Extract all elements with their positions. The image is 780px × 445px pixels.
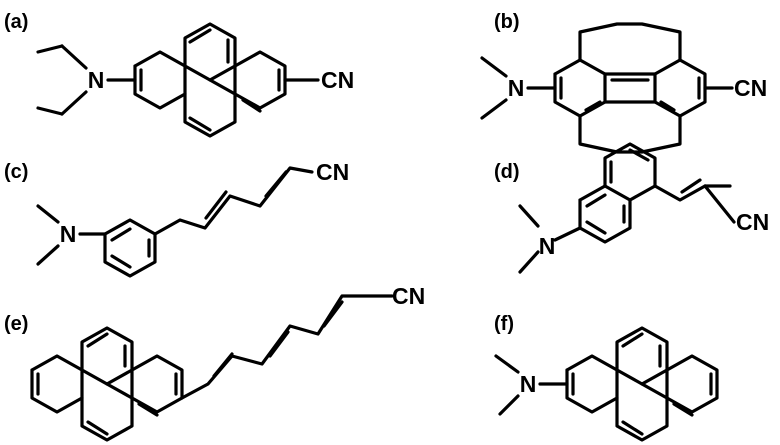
panel-c: (c) N CN xyxy=(4,159,349,278)
structure-d: N CN xyxy=(518,142,769,274)
amine-nitrogen-f: N xyxy=(520,371,537,397)
panel-label-d: (d) xyxy=(494,161,520,183)
panel-b: (b) N CN xyxy=(480,11,767,154)
panel-label-f: (f) xyxy=(494,313,514,335)
panel-label-c: (c) xyxy=(4,161,28,183)
panel-a: (a) N CN xyxy=(4,11,354,138)
structure-c: N CN xyxy=(36,159,349,278)
structure-f: N xyxy=(494,326,719,442)
panel-e: (e) CN xyxy=(4,283,425,442)
panel-label-a: (a) xyxy=(4,11,28,33)
panel-label-e: (e) xyxy=(4,313,28,335)
nitrile-group-e: CN xyxy=(392,283,425,309)
amine-nitrogen-b: N xyxy=(508,75,525,101)
nitrile-group-c: CN xyxy=(316,159,349,185)
amine-nitrogen-a: N xyxy=(88,67,105,93)
nitrile-group-b: CN xyxy=(734,75,767,101)
panel-f: (f) N xyxy=(494,313,719,442)
nitrile-group-d: CN xyxy=(736,209,769,235)
amine-nitrogen-d: N xyxy=(539,233,556,259)
panel-label-b: (b) xyxy=(494,11,520,33)
structure-a: N CN xyxy=(36,22,354,138)
panel-d: (d) N CN xyxy=(494,142,769,274)
structure-e: CN xyxy=(30,283,425,442)
structure-b: N CN xyxy=(480,22,767,154)
amine-nitrogen-c: N xyxy=(60,221,77,247)
nitrile-group-a: CN xyxy=(321,67,354,93)
